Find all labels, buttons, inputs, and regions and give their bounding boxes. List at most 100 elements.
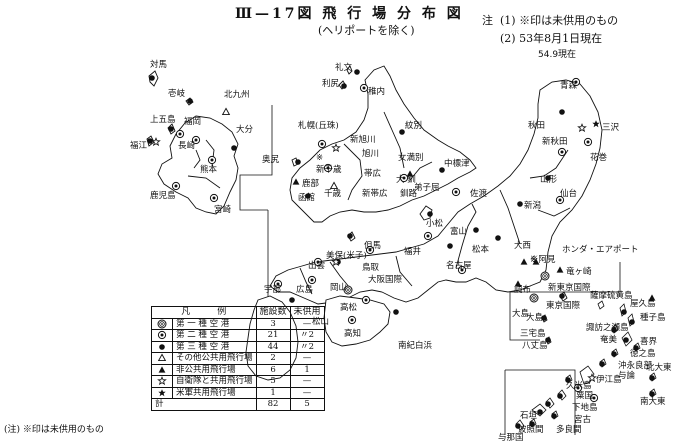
legend-row: その他公共用飛行場 2 — <box>151 352 325 365</box>
legend-count: 1 <box>255 386 291 399</box>
label-shin-obihiro: 新帯広 <box>362 188 388 199</box>
note-3: 54.9現在 <box>538 50 577 60</box>
label-oshima: 大島 <box>512 308 530 319</box>
legend-unopened: — <box>289 317 325 330</box>
label-shin-akita: 新秋田 <box>542 136 568 147</box>
label-teshikaga: 弟子屈 <box>414 182 440 193</box>
legend-unopened: — <box>289 375 325 388</box>
label-minamidaito: 南大東 <box>640 396 666 407</box>
label-nakashibetsu: 中標津 <box>444 158 470 169</box>
legend-total-label: 計 <box>151 398 257 411</box>
label-tokunoshima: 徳之島 <box>630 348 656 359</box>
legend-label: 自衛隊と共用飛行場 <box>172 375 257 388</box>
note-1: (1) ※印は未供用のもの <box>500 14 619 27</box>
label-shikabe: 鹿部 <box>302 178 320 189</box>
label-tsushima: 対馬 <box>150 59 167 70</box>
legend-label: その他公共用飛行場 <box>172 352 257 365</box>
legend-unopened-value: 2 <box>308 330 314 341</box>
legend-count: 21 <box>255 329 291 342</box>
label-honda-airport: ホンダ・エアポート <box>562 244 639 255</box>
legend-label: 米軍共用飛行場 <box>172 386 257 399</box>
label-osaka-intl: 大阪国際 <box>368 274 403 285</box>
label-tarama: 多良間 <box>556 424 582 435</box>
label-asahikawa: 旭川 <box>362 148 379 159</box>
label-tanegashima: 種子島 <box>640 312 666 323</box>
note-2: (2) 53年8月1日現在 <box>500 32 603 45</box>
legend-row: 米軍共用飛行場 1 — <box>151 386 325 399</box>
label-yoron: 与論 <box>618 370 636 381</box>
legend-label: 非公共用飛行場 <box>172 363 257 376</box>
label-wakkanai: 稚内 <box>368 86 385 97</box>
ditto-mark: 〃 <box>300 341 309 352</box>
label-yamagata: 山形 <box>540 174 558 185</box>
legend-count: 44 <box>255 340 291 353</box>
label-nagoya: 名古屋 <box>446 260 472 271</box>
label-amami: 奄美 <box>600 334 618 345</box>
legend-total-count: 82 <box>255 398 291 411</box>
label-ube: 宇部 <box>264 284 282 295</box>
legend-title: 凡 例 <box>151 306 257 319</box>
label-monbetsu: 紋別 <box>405 120 422 131</box>
label-suwanosejima: 諏訪之瀬島 <box>586 322 629 333</box>
label-aomori: 青森 <box>560 80 578 91</box>
label-satsuma-iojima: 薩摩硫黄島 <box>590 290 633 301</box>
legend-row: 第 三 種 空 港 44 〃2 <box>151 340 325 353</box>
label-ami: ※阿見 <box>530 255 556 265</box>
legend-row: 第 一 種 空 港 3 — <box>151 317 325 330</box>
label-toyama: 富山 <box>450 226 467 237</box>
label-aguni: 粟国 <box>576 391 593 401</box>
inset-frames <box>239 105 621 435</box>
unopened-mark-1: ※ <box>316 153 323 163</box>
first-class-airport-icon <box>151 317 173 330</box>
legend-unopened: 〃2 <box>289 340 325 353</box>
footnote: (注) ※印は未供用のもの <box>4 425 104 435</box>
label-tajima: 但馬 <box>364 240 381 251</box>
label-ishigaki: 石垣 <box>520 410 538 421</box>
label-miyazaki: 宮崎 <box>214 204 232 215</box>
label-tottori: 鳥取 <box>362 262 380 273</box>
label-kikai: 喜界 <box>640 336 658 347</box>
label-kumamoto: 熊本 <box>200 164 218 175</box>
label-sapporo: 札幌(丘珠) <box>298 120 339 131</box>
legend-total-unopened: 5 <box>289 398 325 411</box>
legend-row: 自衛隊と共用飛行場 5 — <box>151 375 325 388</box>
map-title: Ⅲ—17図 飛 行 場 分 布 図 <box>235 6 464 22</box>
legend-label: 第 三 種 空 港 <box>172 340 257 353</box>
legend-label: 第 一 種 空 港 <box>172 317 257 330</box>
legend-count: 6 <box>255 363 291 376</box>
legend-label: 第 二 種 空 港 <box>172 329 257 342</box>
label-iejima: 伊江島 <box>596 374 622 385</box>
other-public-airfield-icon <box>151 352 173 365</box>
legend-unopened: — <box>289 352 325 365</box>
legend-count: 5 <box>255 375 291 388</box>
label-chitose: 千歳 <box>324 188 342 199</box>
label-kagoshima: 鹿児島 <box>150 190 176 201</box>
label-hachijojima: 八丈島 <box>522 340 548 351</box>
label-akita: 秋田 <box>528 120 545 131</box>
label-chofu: 調布 <box>514 284 531 295</box>
label-oshima-2: 大島 <box>526 312 544 323</box>
legend-unopened: 〃2 <box>289 329 325 342</box>
label-nanki-shirahama: 南紀白浜 <box>398 340 433 351</box>
label-fukui: 福井 <box>404 246 421 257</box>
legend-unopened: — <box>289 386 325 399</box>
third-class-airport-icon <box>151 340 173 353</box>
label-rebun: 礼文 <box>335 62 353 73</box>
map-subtitle: (ヘリポートを除く) <box>318 24 415 37</box>
label-izumo: 出雲 <box>308 260 326 271</box>
label-miho: 美保(米子) <box>326 250 367 261</box>
label-komatsu: 小松 <box>426 218 444 229</box>
label-miyako: 宮古 <box>574 414 592 425</box>
label-niigata: 新潟 <box>524 200 542 211</box>
non-public-airfield-icon <box>151 363 173 376</box>
sdf-shared-airfield-icon <box>151 375 173 388</box>
label-iki: 壱岐 <box>168 88 186 99</box>
label-haneda: 東京国際 <box>546 300 581 311</box>
label-sendai: 仙台 <box>560 188 577 199</box>
label-kushiro: 釧路 <box>400 188 418 199</box>
hokkaido-inset <box>289 65 477 223</box>
us-shared-airfield-icon <box>151 386 173 399</box>
label-obihiro: 帯広 <box>364 168 382 179</box>
legend-count: 3 <box>255 317 291 330</box>
label-fukuoka: 福岡 <box>184 116 201 127</box>
